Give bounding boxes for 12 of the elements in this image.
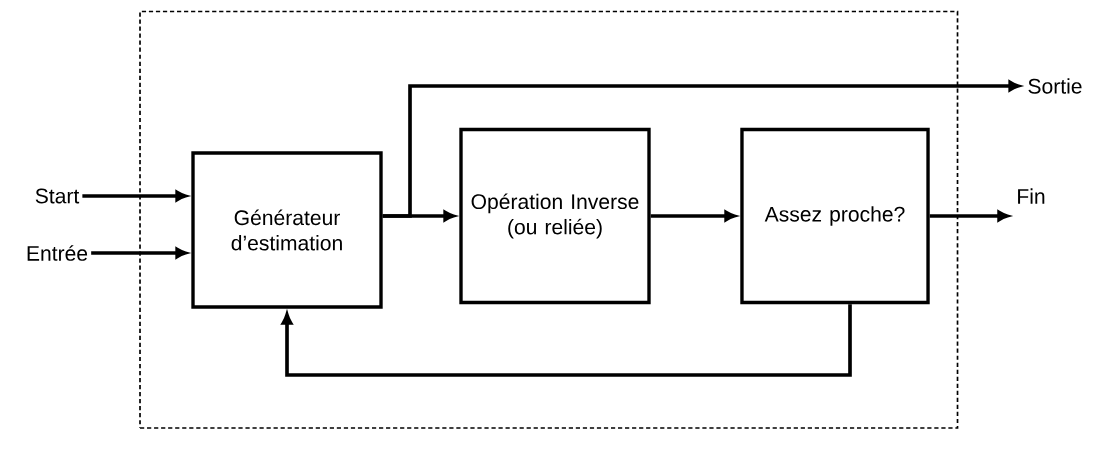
label-text: Entrée <box>27 245 88 261</box>
arrow <box>91 247 188 259</box>
arrow <box>382 80 1021 218</box>
process-box: Assez proche? <box>740 127 930 305</box>
label-text: Start <box>35 188 80 204</box>
dashed-frame <box>139 10 959 429</box>
arrow <box>281 304 852 377</box>
process-box: Opération Inverse (ou reliée) <box>459 127 651 305</box>
label-text: Fin <box>1018 188 1045 204</box>
arrow <box>82 190 188 202</box>
label-text: Sortie <box>1028 78 1082 94</box>
process-box: Générateur d’estimation <box>191 151 383 309</box>
